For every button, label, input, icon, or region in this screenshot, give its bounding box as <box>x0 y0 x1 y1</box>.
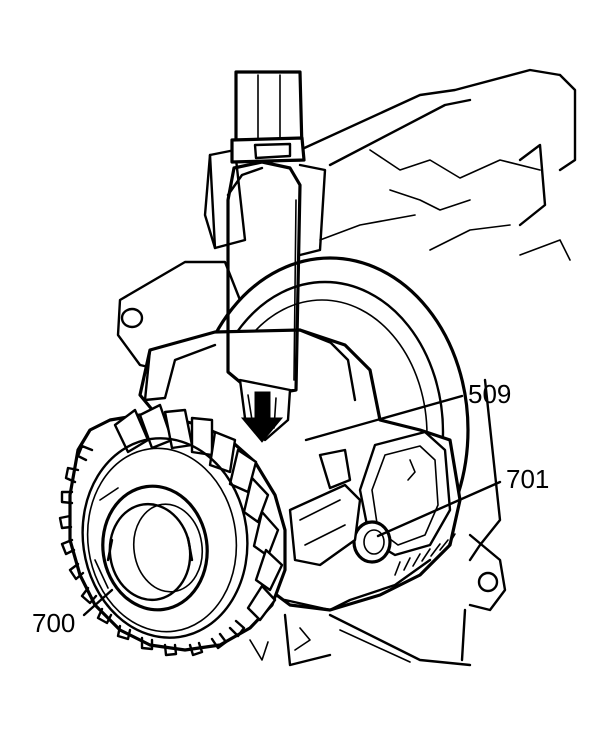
output-gear <box>58 403 287 657</box>
callout-701: 701 <box>506 464 549 494</box>
callout-700: 700 <box>32 608 75 638</box>
case-ring-teeth <box>394 533 456 576</box>
differential-case <box>138 328 462 612</box>
leader-700 <box>82 588 114 617</box>
down-arrow-icon <box>240 391 284 443</box>
callout-509: 509 <box>468 379 511 409</box>
callout-leaders <box>82 394 502 617</box>
leader-701 <box>376 480 502 538</box>
callout-labels: 509 701 700 <box>32 379 549 638</box>
pry-tool <box>226 70 306 442</box>
leader-509 <box>304 394 464 442</box>
